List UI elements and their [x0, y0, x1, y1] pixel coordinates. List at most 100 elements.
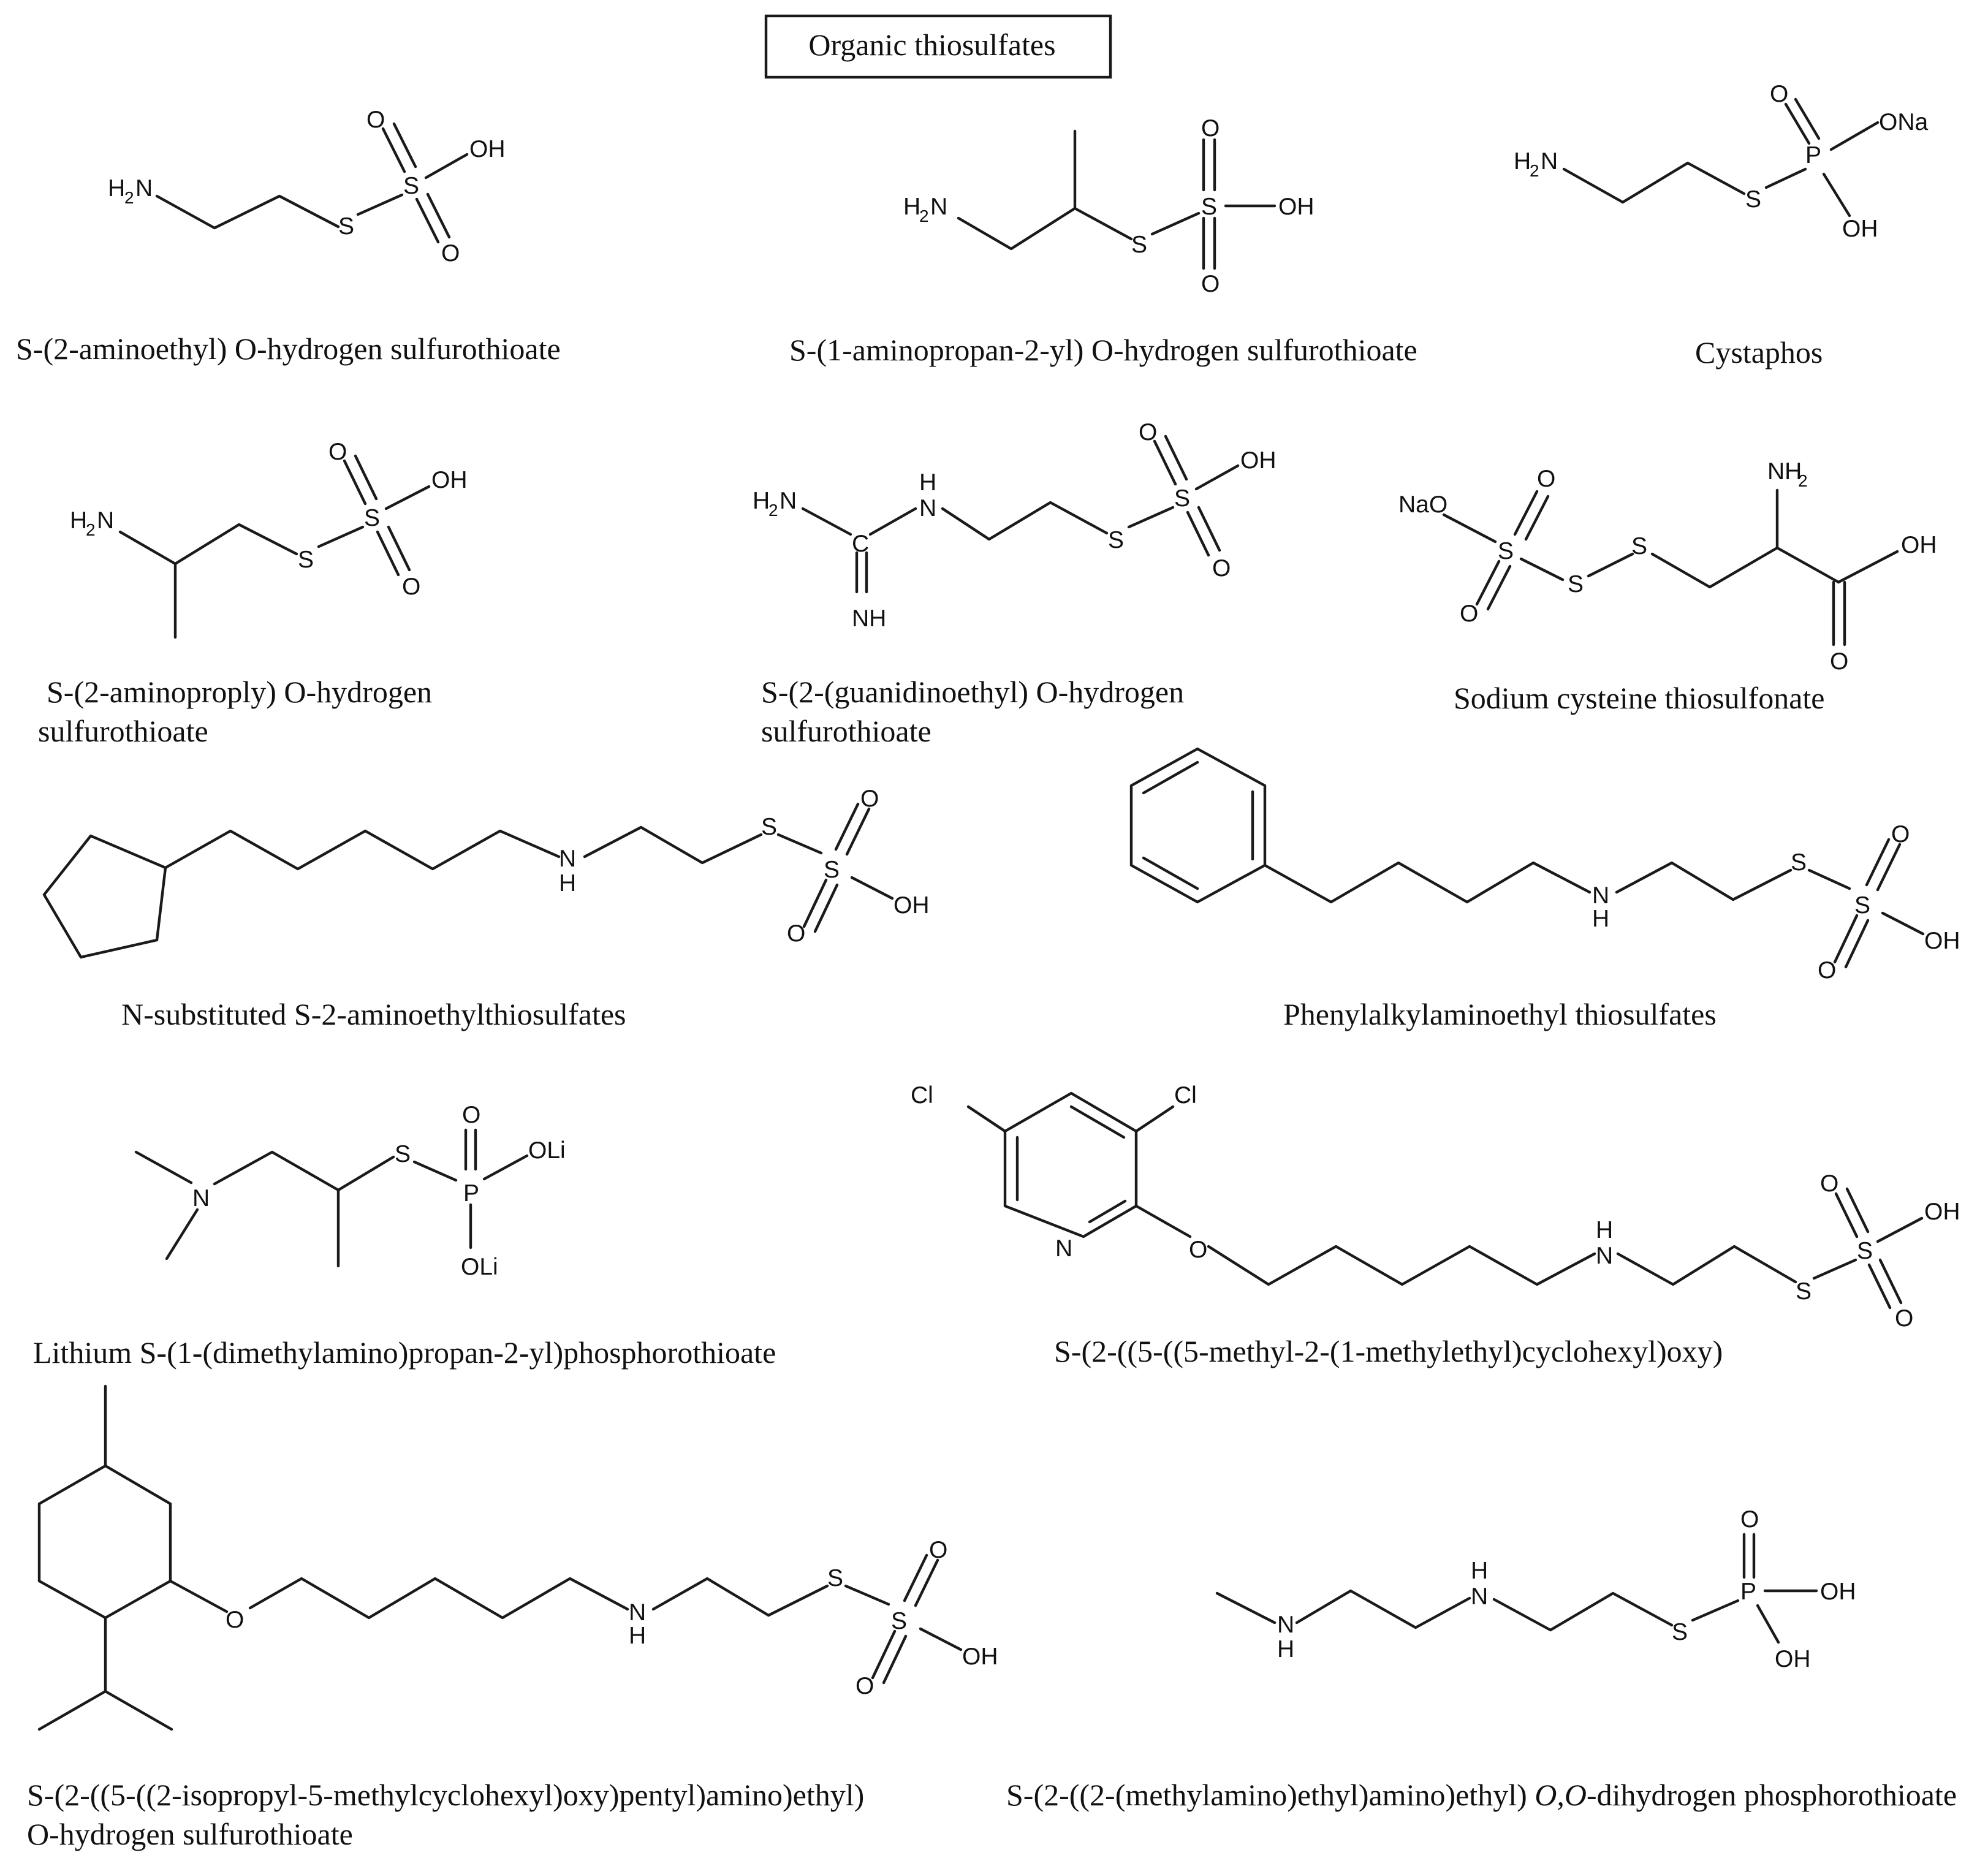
- bond-s-o-top2: [845, 807, 871, 856]
- bond-chain: [164, 829, 561, 871]
- caption-1: S-(2-aminoethyl) O-hydrogen sulfurothioa…: [16, 332, 561, 366]
- atom-o-top: O: [1139, 419, 1157, 446]
- bond-isopropyl-right: [104, 1689, 173, 1731]
- bond-s-oh: [919, 1627, 963, 1651]
- atom-n-pyridine: N: [1055, 1235, 1072, 1262]
- atom-s-central: S: [1854, 892, 1870, 919]
- atom-s-central: S: [1857, 1238, 1873, 1264]
- bond-s-o-bottom: [1186, 510, 1210, 557]
- bond-s-oh: [384, 485, 431, 510]
- bond-chain-2: [1492, 1591, 1674, 1632]
- atom-s-central: S: [403, 173, 419, 199]
- atom-n: N: [97, 507, 114, 534]
- caption-11-line2: O-hydrogen sulfurothioate: [27, 1817, 353, 1851]
- atom-o-bottom: O: [1201, 271, 1220, 297]
- compound-12-structure: N H H N S P O OH OH: [1215, 1506, 1856, 1672]
- benzene-inner-1: [1142, 760, 1199, 795]
- atom-oh: OH: [1240, 447, 1277, 474]
- bond-s-o-top2: [1845, 1187, 1870, 1234]
- atom-o-bottom: O: [1818, 957, 1836, 984]
- bond-chain: [1562, 161, 1746, 204]
- bond-s-s: [1519, 557, 1565, 582]
- bond-me2-n: [165, 1208, 199, 1261]
- atom-c: C: [852, 531, 869, 557]
- bond-chain-2: [651, 1577, 829, 1617]
- atom-o-top: O: [366, 107, 385, 133]
- bond-s-o-top2: [1164, 434, 1188, 481]
- bond-p-o-top: [1784, 102, 1811, 145]
- bond-ring-o: [1134, 1204, 1192, 1238]
- atom-cl-left: Cl: [911, 1082, 933, 1109]
- caption-9: Lithium S-(1-(dimethylamino)propan-2-yl)…: [33, 1335, 776, 1370]
- atom-nh-h: H: [1596, 1217, 1613, 1243]
- bond-ss-bridge: [1587, 552, 1634, 578]
- compound-8-structure: N H S S O O OH: [1129, 747, 1960, 984]
- atom-s-central: S: [364, 505, 380, 531]
- bond-s-o-top: [1513, 490, 1539, 536]
- bond-chain-2: [1616, 1245, 1797, 1286]
- atom-s-central: S: [824, 857, 840, 883]
- title-text: Organic thiosulfates: [808, 28, 1055, 62]
- cyclopentane-ring: [42, 834, 167, 959]
- bond-ring-o: [169, 1579, 229, 1613]
- bond-s-o-bottom: [1833, 914, 1859, 964]
- bond-h2n-c: [801, 507, 852, 536]
- caption-12-suffix: -dihydrogen phosphorothioate: [1587, 1778, 1957, 1812]
- atom-o-ether: O: [226, 1607, 244, 1633]
- atom-s-thiol: S: [1631, 533, 1647, 559]
- atom-o-bottom: O: [787, 920, 805, 947]
- atom-n: N: [930, 194, 947, 220]
- bond-s-o-bottom: [376, 530, 400, 577]
- bond-p-o-top2: [1794, 97, 1821, 140]
- compound-5-structure: H 2 N C H N NH S S O O OH: [753, 419, 1277, 632]
- atom-o-top: O: [860, 786, 879, 812]
- pyridine-ring: [1003, 1091, 1138, 1238]
- bond-s-s: [1807, 868, 1851, 890]
- atom-oh: OH: [1924, 928, 1960, 954]
- bond-s-o-top2: [914, 1558, 939, 1607]
- bond-chain: [941, 501, 1109, 541]
- atom-nh-h: H: [1471, 1558, 1488, 1584]
- atom-h-methylamino: H: [1277, 1636, 1294, 1663]
- atom-cl-right: Cl: [1174, 1082, 1197, 1109]
- atom-h: H: [108, 175, 125, 202]
- atom-sub-2: 2: [86, 520, 96, 539]
- bond-chain: [1295, 1589, 1471, 1629]
- atom-oli-bottom: OLi: [461, 1254, 498, 1280]
- atom-o-bottom: O: [1212, 555, 1231, 582]
- atom-sub-2: 2: [768, 501, 778, 520]
- atom-o-top: O: [328, 439, 347, 465]
- compound-10-structure: Cl Cl N O H N S S O O OH: [911, 1082, 1960, 1332]
- bond-chain: [155, 194, 340, 230]
- atom-o-top: O: [462, 1102, 480, 1128]
- compound-4-structure: H 2 N S S O O OH: [70, 439, 468, 639]
- bond-s-o-bottom2: [882, 1634, 908, 1685]
- atom-o-top: O: [1201, 115, 1220, 142]
- atom-p: P: [463, 1180, 479, 1207]
- atom-p: P: [1805, 142, 1821, 169]
- bond-s-o-top: [903, 1553, 928, 1602]
- atom-nh2-sub: 2: [1798, 471, 1808, 490]
- bond-p-ona: [1829, 121, 1880, 151]
- atom-nao: NaO: [1398, 491, 1447, 518]
- bond-p-oli-top: [482, 1154, 529, 1181]
- atom-h: H: [753, 488, 770, 514]
- atom-s-thio: S: [338, 213, 354, 240]
- bond-s-o-top2: [1876, 843, 1902, 892]
- compound-11-structure: O N H S S O O OH: [37, 1384, 998, 1731]
- atom-nh-h: H: [629, 1623, 646, 1649]
- bond-s-s: [1812, 1258, 1857, 1280]
- atom-h: H: [1514, 148, 1531, 175]
- bond-acid-oh: [1837, 550, 1899, 584]
- bond-chain: [1650, 546, 1840, 589]
- atom-o-top: O: [1820, 1170, 1838, 1197]
- atom-s-central: S: [1201, 194, 1217, 220]
- bond-s-o-bottom: [415, 197, 440, 244]
- atom-o-top: O: [1770, 81, 1788, 107]
- bond-chain-2: [583, 825, 763, 865]
- atom-oh: OH: [962, 1644, 998, 1670]
- atom-oh: OH: [1842, 216, 1878, 242]
- caption-12: S-(2-((2-(methylamino)ethyl)amino)ethyl)…: [1006, 1778, 1957, 1812]
- atom-o-bottom: O: [402, 574, 420, 600]
- atom-s: S: [1672, 1619, 1688, 1645]
